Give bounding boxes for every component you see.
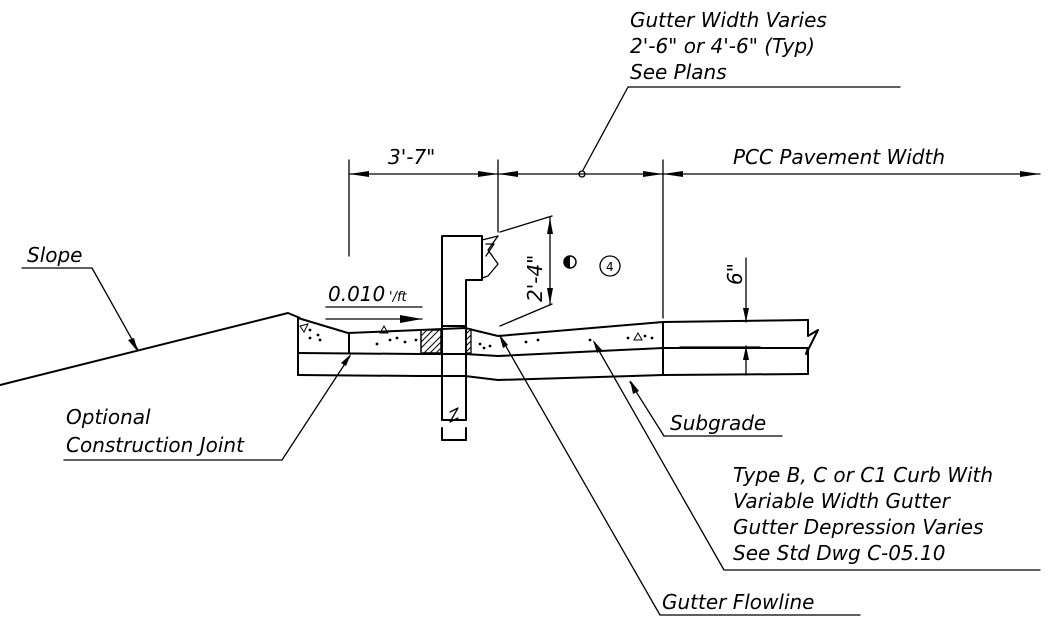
arrowhead bbox=[593, 340, 602, 353]
gutter-flowline-callout: Gutter Flowline bbox=[499, 334, 861, 616]
curb-type-note: Type B, C or C1 Curb With Variable Width… bbox=[593, 340, 1041, 571]
break-symbol bbox=[449, 407, 459, 423]
subgrade-callout: Subgrade bbox=[629, 380, 783, 437]
arrowhead bbox=[1020, 171, 1040, 177]
curb-post bbox=[441, 235, 499, 441]
arrowhead bbox=[663, 171, 683, 177]
construction-joint-callout: Optional Construction Joint bbox=[63, 354, 351, 461]
cross-slope-callout: 0.010 '/ft bbox=[325, 282, 423, 323]
pcc-pavement-width-label: PCC Pavement Width bbox=[733, 145, 945, 169]
dim-2-4-label: 2'-4" bbox=[523, 255, 547, 302]
curb-height-dimension: 2'-4" bbox=[499, 215, 553, 327]
slope-rate-unit: '/ft bbox=[389, 290, 408, 305]
pavement-thickness-dimension: 6" bbox=[679, 257, 761, 376]
dim-6-label: 6" bbox=[723, 263, 747, 285]
arrowhead bbox=[499, 334, 508, 348]
arrowhead bbox=[743, 346, 749, 360]
slope-callout: Slope bbox=[21, 243, 139, 352]
dim-ext-top bbox=[499, 215, 553, 233]
bottom-surface bbox=[297, 373, 809, 381]
ground-slope-line bbox=[0, 312, 301, 386]
gutter-width-note: Gutter Width Varies 2'-6" or 4'-6" (Typ)… bbox=[578, 8, 901, 178]
arrowhead bbox=[400, 315, 422, 323]
slope-label: Slope bbox=[27, 243, 83, 267]
arrowhead bbox=[547, 288, 553, 304]
arrowhead bbox=[478, 171, 498, 177]
subgrade-leader bbox=[629, 381, 783, 437]
reflector-icon bbox=[481, 235, 499, 279]
break-line bbox=[805, 319, 819, 375]
slope-leader bbox=[21, 267, 139, 351]
arrowhead bbox=[128, 338, 138, 352]
curb-post-outline bbox=[441, 235, 483, 421]
arrowhead bbox=[341, 354, 351, 366]
gutter-flowline-leader bbox=[499, 335, 861, 616]
gutter-width-leader bbox=[581, 86, 901, 173]
callout-number-circle bbox=[599, 255, 621, 277]
arrowhead bbox=[547, 218, 553, 234]
optional-joint-line2: Construction Joint bbox=[66, 433, 245, 457]
gutter-width-note-line1: Gutter Width Varies bbox=[630, 8, 827, 32]
half-fill bbox=[564, 256, 570, 268]
top-surface bbox=[297, 317, 809, 337]
curb-gutter-body bbox=[297, 317, 819, 381]
gutter-width-note-line2: 2'-6" or 4'-6" (Typ) bbox=[630, 34, 815, 58]
aggregate-texture bbox=[299, 323, 654, 350]
curb-note-line4: See Std Dwg C-05.10 bbox=[733, 541, 946, 565]
curb-note-line3: Gutter Depression Varies bbox=[733, 515, 984, 539]
construction-joint-leader bbox=[63, 355, 351, 461]
arrowhead bbox=[349, 171, 369, 177]
optional-joint-line1: Optional bbox=[66, 405, 151, 429]
top-dimension: 3'-7" PCC Pavement Width bbox=[348, 145, 1041, 319]
arrowhead bbox=[630, 380, 639, 394]
curb-note-leader bbox=[593, 341, 1041, 571]
dim-3-7-label: 3'-7" bbox=[388, 145, 435, 169]
dim-ext-bottom bbox=[499, 303, 553, 327]
arrowhead bbox=[743, 308, 749, 322]
slope-rate-value: 0.010 bbox=[328, 282, 385, 306]
callout-symbols: 4 bbox=[563, 255, 621, 277]
gutter-width-note-line3: See Plans bbox=[630, 60, 727, 84]
callout-number: 4 bbox=[606, 260, 614, 274]
mid-line bbox=[297, 347, 809, 357]
subgrade-label: Subgrade bbox=[670, 411, 766, 435]
hatch-pattern bbox=[420, 329, 442, 354]
curb-note-line2: Variable Width Gutter bbox=[733, 489, 952, 513]
curb-note-line1: Type B, C or C1 Curb With bbox=[733, 463, 993, 487]
gutter-flowline-label: Gutter Flowline bbox=[662, 590, 815, 614]
arrowhead bbox=[643, 171, 663, 177]
arrowhead bbox=[498, 171, 518, 177]
